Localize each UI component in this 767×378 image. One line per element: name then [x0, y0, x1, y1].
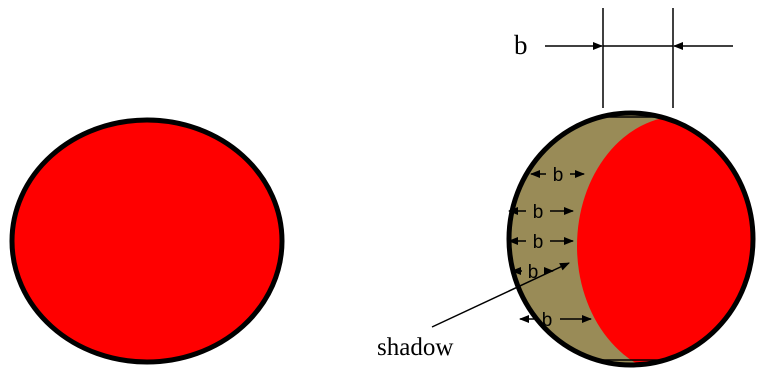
inner-b-marker-5: b: [519, 310, 592, 331]
svg-text:b: b: [533, 232, 544, 253]
svg-text:b: b: [553, 165, 564, 186]
svg-text:b: b: [542, 310, 553, 331]
shadow-label: shadow: [377, 334, 453, 361]
dimension-label-b: b: [514, 30, 528, 60]
left-red-circle: [9, 117, 285, 365]
svg-text:b: b: [533, 202, 544, 223]
inner-b-marker-3: b: [508, 232, 574, 253]
shadow-pointer-arrow: [431, 262, 570, 328]
inner-b-marker-1: b: [530, 165, 585, 186]
inner-b-marker-2: b: [508, 202, 574, 223]
svg-text:b: b: [528, 262, 539, 283]
